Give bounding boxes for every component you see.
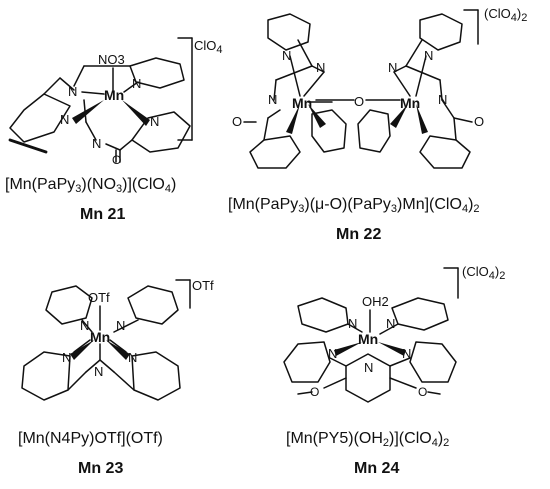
mn23-n2: N <box>116 318 125 333</box>
mn22-carbonyl-o-left: O <box>232 114 242 129</box>
mn21-metal: Mn <box>104 87 124 103</box>
mn23-otf: OTf <box>88 290 110 305</box>
mn24-n2: N <box>386 316 395 331</box>
mn22-metal-left: Mn <box>292 95 312 111</box>
mn22-bridge-o: O <box>354 94 364 109</box>
mn21-py-n-right: N <box>150 114 159 129</box>
mn22-n4: N <box>424 48 433 63</box>
mn24-label: Mn 24 <box>354 460 400 477</box>
mn22-n3: N <box>268 92 277 107</box>
mn22-label: Mn 22 <box>336 226 382 243</box>
mn24-n1: N <box>348 316 357 331</box>
mn23-structure: Mn OTf N N N N N <box>0 268 240 418</box>
mn21-py-n-top: N <box>132 76 141 91</box>
mn22-structure: Mn Mn O O O N N N N N N <box>220 0 550 170</box>
mn22-n6: N <box>438 92 447 107</box>
mn22-counter-ion: (ClO4)2 <box>484 6 528 24</box>
mn24-counter-ion: (ClO4)2 <box>462 264 506 282</box>
mn23-label: Mn 23 <box>78 460 124 477</box>
mn21-label: Mn 21 <box>80 206 126 223</box>
mn21-amide-n: N <box>92 136 101 151</box>
mn21-amine-n: N <box>68 84 77 99</box>
mn23-metal: Mn <box>90 329 110 345</box>
mn24-metal: Mn <box>358 331 378 347</box>
mn21-counter-ion: ClO4 <box>194 38 223 56</box>
mn23-counter-ion: OTf <box>192 278 214 293</box>
mn21-carbonyl-o: O <box>112 153 121 165</box>
mn24-n5: N <box>364 360 373 375</box>
mn22-n5: N <box>388 60 397 75</box>
mn24-n3: N <box>328 346 337 361</box>
mn24-n4: N <box>402 346 411 361</box>
mn22-n1: N <box>282 48 291 63</box>
mn21-formula: [Mn(PaPy3)(NO3)](ClO4) <box>5 176 177 195</box>
mn22-metal-right: Mn <box>400 95 420 111</box>
mn23-formula: [Mn(N4Py)OTf](OTf) <box>18 430 163 447</box>
mn24-methoxy-right: O <box>418 385 427 399</box>
mn23-n4: N <box>128 350 137 365</box>
mn23-n3: N <box>62 350 71 365</box>
mn23-n5: N <box>94 364 103 379</box>
mn24-structure: Mn OH2 N N N N N O O <box>268 258 548 418</box>
mn23-n1: N <box>80 318 89 333</box>
mn21-nitrate: NO3 <box>98 52 125 67</box>
mn21-py-n-left: N <box>60 112 69 127</box>
mn24-oh2: OH2 <box>362 294 389 309</box>
mn24-formula: [Mn(PY5)(OH2)](ClO4)2 <box>286 430 450 449</box>
mn24-methoxy-left: O <box>310 385 319 399</box>
mn21-structure: Mn NO3 N N N N N O <box>0 0 270 165</box>
mn22-formula: [Mn(PaPy3)(μ-O)(PaPy3)Mn](ClO4)2 <box>228 196 480 215</box>
mn22-carbonyl-o-right: O <box>474 114 484 129</box>
mn22-n2: N <box>316 60 325 75</box>
